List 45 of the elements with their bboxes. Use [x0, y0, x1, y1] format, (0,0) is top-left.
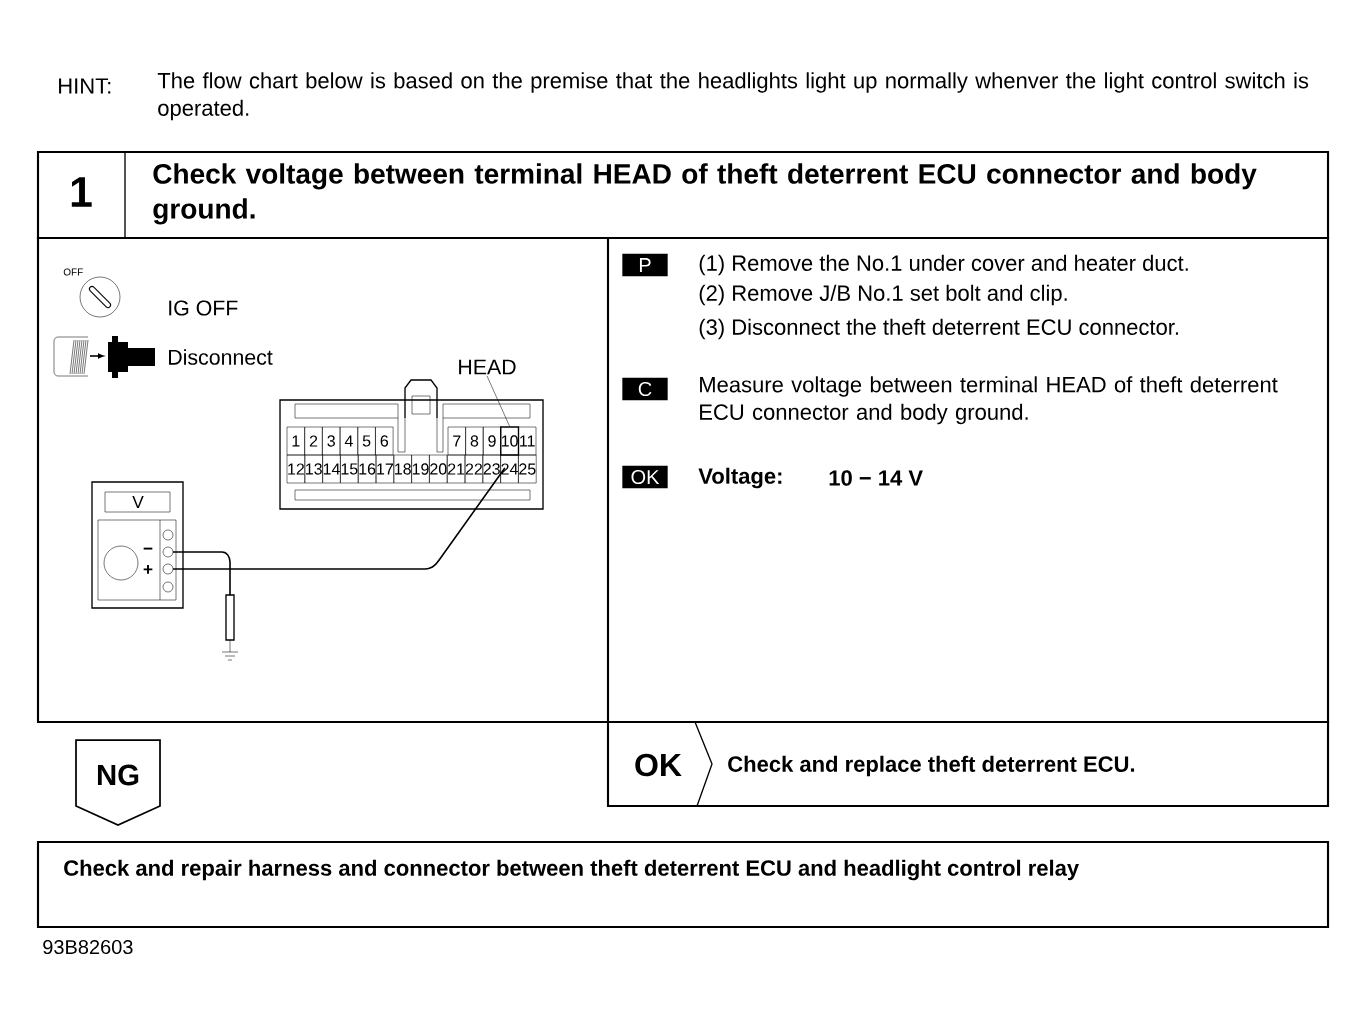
pin-number: 4 — [344, 435, 353, 447]
ng-pentagon: NG — [75, 739, 161, 826]
hint-text: The flow chart below is based on the premise that the headlights light up normally whenver the light control switch is operated. — [157, 72, 1309, 121]
instruction-label: IG OFF — [169, 300, 238, 316]
step-header-box: 1 Check voltage between terminal HEAD of theft deterrent ECU connector and body ground. — [36, 150, 1330, 240]
instruction-text: (2) Remove J/B No.1 set bolt and clip. — [699, 284, 1067, 306]
leader-line — [486, 375, 510, 427]
pin-number: 21 — [448, 463, 465, 475]
step-badge: P — [622, 253, 668, 277]
pin-number: 3 — [327, 435, 335, 447]
pin-number: 5 — [362, 435, 371, 447]
pin-number: 14 — [323, 463, 340, 475]
pin-number: 1 — [292, 435, 300, 447]
terminal-label: HEAD — [459, 359, 516, 375]
instruction-text: Measure voltage between terminal HEAD of theft deterrent ECU connector and body ground. — [700, 376, 1278, 425]
result-box: OK Check and replace theft deterrent ECU. — [606, 720, 1330, 808]
repair-box: Check and repair harness and connector between theft deterrent ECU and headlight control relay — [36, 840, 1330, 929]
pin-number: 7 — [453, 435, 461, 447]
pin-number: 15 — [341, 463, 358, 475]
pin-number: 2 — [309, 435, 318, 447]
instruction-label: Disconnect — [169, 349, 273, 365]
step-badge: C — [622, 377, 668, 401]
hint-label: HINT: — [59, 78, 111, 94]
terminal-cell: 10 — [500, 426, 520, 456]
pin-number: 20 — [430, 463, 447, 475]
polarity-sign: + — [143, 564, 153, 574]
pin-number: 23 — [483, 463, 500, 475]
switch-position-label: OFF — [63, 268, 83, 276]
pin-number: 25 — [519, 463, 536, 475]
step-badge: OK — [622, 465, 668, 489]
pin-number: 17 — [377, 463, 393, 475]
pin-number: 19 — [412, 463, 429, 475]
pin-number: 11 — [520, 435, 535, 447]
pin-number: 6 — [380, 435, 389, 447]
pin-number: 22 — [465, 463, 482, 475]
display-label: V — [132, 496, 144, 508]
pin-number: 16 — [359, 463, 376, 475]
instruction-text: (3) Disconnect the theft deterrent ECU connector. — [699, 318, 1178, 340]
polarity-sign: − — [143, 547, 153, 550]
spec-value: 10 − 14 V — [829, 470, 923, 486]
pin-number: 8 — [470, 435, 479, 447]
pin-number: 13 — [306, 463, 322, 475]
pin-number: 12 — [288, 463, 304, 475]
pin-number: 18 — [395, 463, 411, 475]
spec-label: Voltage: — [698, 467, 782, 489]
